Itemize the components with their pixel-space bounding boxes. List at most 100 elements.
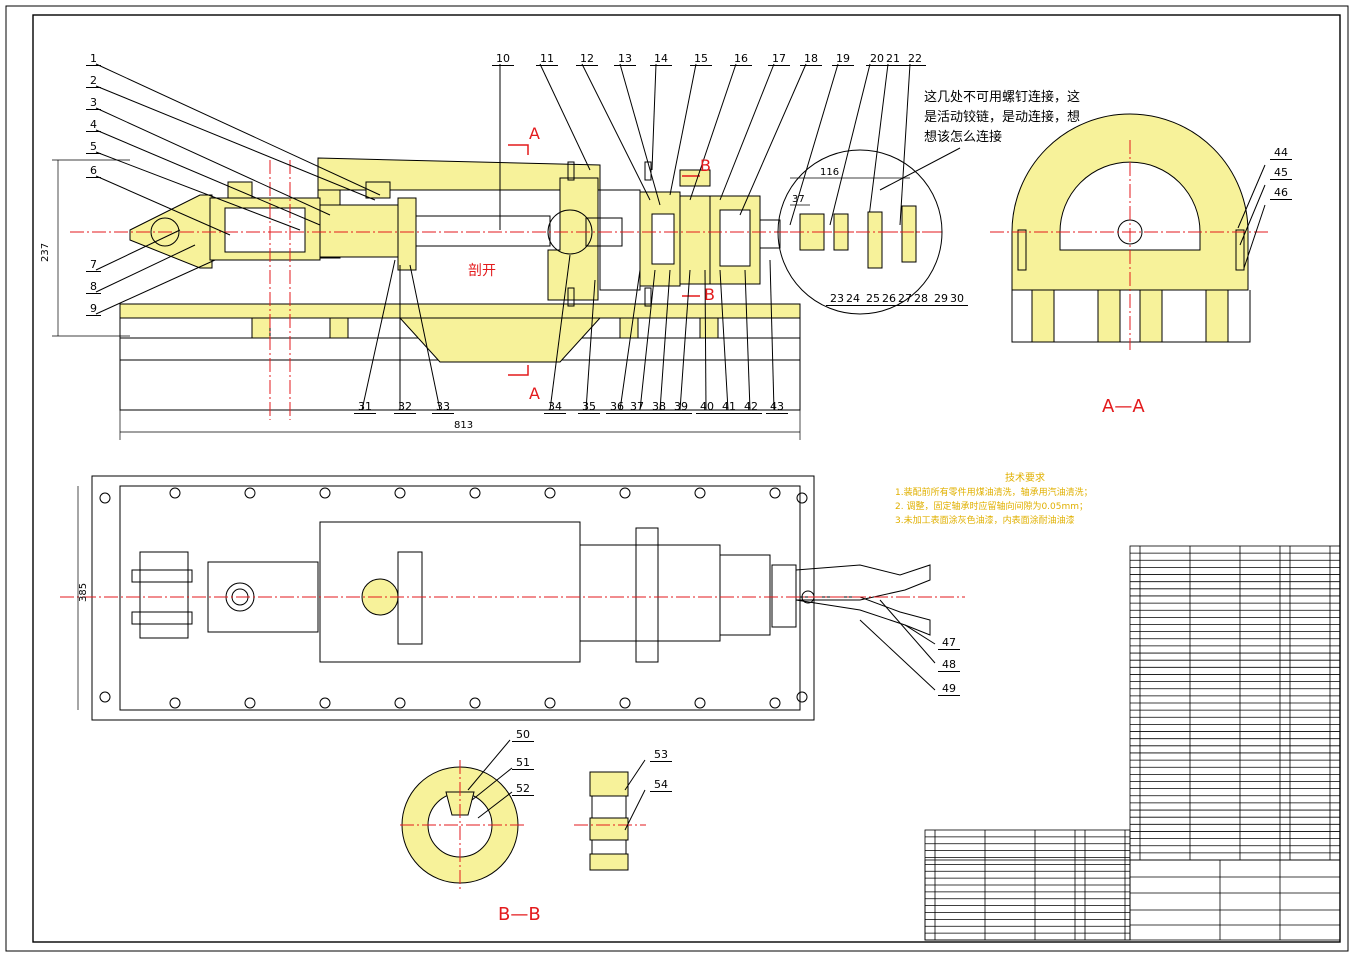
part-number-19: 19 [832, 52, 854, 66]
section-aa-view [990, 113, 1270, 350]
detail-circle-view: 116 37 [777, 147, 961, 315]
part-number-41: 41 [718, 400, 740, 414]
part-number-29: 29 [930, 292, 952, 306]
note-text: 这几处不可用螺钉连接，这 是活动铰链，是动连接，想 想该怎么连接 [924, 88, 1124, 148]
title-block [924, 859, 1341, 941]
plan-bolts [99, 487, 808, 709]
part-number-38: 38 [648, 400, 670, 414]
dim-length-text: 813 [454, 420, 473, 431]
bolt-hole-icon [769, 697, 781, 709]
bolt-hole-icon [169, 487, 181, 499]
bolt-hole-icon [169, 697, 181, 709]
bolt-hole-icon [694, 697, 706, 709]
part-number-7: 7 [86, 258, 101, 272]
part-number-20: 20 [866, 52, 888, 66]
part-number-45: 45 [1270, 166, 1292, 180]
part-number-49: 49 [938, 682, 960, 696]
a-marker-top: A [529, 124, 540, 143]
bolt-hole-icon [544, 487, 556, 499]
tech-title: 技术要求 [1005, 473, 1045, 484]
tech-item-2: 2. 调整，固定轴承时应留轴向间隙为0.05mm； [895, 502, 1089, 512]
bolt-hole-icon [319, 697, 331, 709]
section-bb-view [400, 739, 525, 890]
inner-border [32, 14, 1341, 943]
part-number-1: 1 [86, 52, 101, 66]
part-number-39: 39 [670, 400, 692, 414]
part-number-5: 5 [86, 140, 101, 154]
bolt-hole-icon [99, 691, 111, 703]
part-number-51: 51 [512, 756, 534, 770]
bolt-hole-icon [394, 697, 406, 709]
bolt-hole-icon [244, 697, 256, 709]
part-number-37: 37 [626, 400, 648, 414]
note-line-1: 这几处不可用螺钉连接，这 [924, 90, 1081, 105]
part-number-40: 40 [696, 400, 718, 414]
part-number-53: 53 [650, 748, 672, 762]
part-number-44: 44 [1270, 146, 1292, 160]
b-marker-bottom: B [704, 285, 715, 304]
part-number-36: 36 [606, 400, 628, 414]
part-number-23: 23 [826, 292, 848, 306]
part-number-52: 52 [512, 782, 534, 796]
bolt-hole-icon [619, 487, 631, 499]
bom-table-bottom [924, 829, 1131, 941]
part-number-12: 12 [576, 52, 598, 66]
part-number-33: 33 [432, 400, 454, 414]
part-number-22: 22 [904, 52, 926, 66]
bolt-hole-icon [244, 487, 256, 499]
dim-37-text: 37 [792, 194, 805, 205]
part-number-2: 2 [86, 74, 101, 88]
part-number-3: 3 [86, 96, 101, 110]
part-number-47: 47 [938, 636, 960, 650]
tech-item-3: 3.未加工表面涂灰色油漆，内表面涂耐油油漆 [895, 516, 1075, 526]
bolt-hole-icon [769, 487, 781, 499]
part-number-28: 28 [910, 292, 932, 306]
spacer-view [574, 759, 646, 871]
bolt-hole-icon [694, 487, 706, 499]
part-number-8: 8 [86, 280, 101, 294]
part-number-21: 21 [882, 52, 904, 66]
part-number-43: 43 [766, 400, 788, 414]
part-number-46: 46 [1270, 186, 1292, 200]
bolt-hole-icon [319, 487, 331, 499]
part-number-25: 25 [862, 292, 884, 306]
tech-requirements: 技术要求 1.装配前所有零件用煤油清洗，轴承用汽油清洗； 2. 调整，固定轴承时… [895, 472, 1155, 528]
section-cut-label: 剖开 [468, 263, 496, 279]
plan-view: 385 [60, 475, 965, 721]
outer-border [5, 5, 1349, 952]
part-number-50: 50 [512, 728, 534, 742]
dim-116-text: 116 [820, 167, 839, 178]
part-number-35: 35 [578, 400, 600, 414]
a-marker-bottom: A [529, 384, 540, 403]
part-number-15: 15 [690, 52, 712, 66]
b-marker-top: B [700, 156, 711, 175]
part-number-11: 11 [536, 52, 558, 66]
note-line-2: 是活动铰链，是动连接，想 [924, 110, 1081, 125]
section-bb-title: B—B [498, 904, 541, 925]
part-number-9: 9 [86, 302, 101, 316]
part-number-48: 48 [938, 658, 960, 672]
section-aa-title: A—A [1102, 396, 1145, 417]
part-number-10: 10 [492, 52, 514, 66]
part-number-6: 6 [86, 164, 101, 178]
part-number-16: 16 [730, 52, 752, 66]
part-number-54: 54 [650, 778, 672, 792]
bolt-hole-icon [469, 487, 481, 499]
part-number-17: 17 [768, 52, 790, 66]
bolt-hole-icon [394, 487, 406, 499]
bolt-hole-icon [796, 691, 808, 703]
part-number-13: 13 [614, 52, 636, 66]
front-section-view: 237 813 [40, 144, 945, 440]
part-number-18: 18 [800, 52, 822, 66]
part-number-42: 42 [740, 400, 762, 414]
leader-lines [95, 63, 911, 411]
note-line-3: 想该怎么连接 [924, 130, 1003, 145]
part-number-26: 26 [878, 292, 900, 306]
dim-height-text: 237 [40, 243, 51, 262]
bolt-hole-icon [99, 492, 111, 504]
dim-width-text: 385 [78, 583, 89, 602]
bolt-hole-icon [796, 492, 808, 504]
part-number-31: 31 [354, 400, 376, 414]
